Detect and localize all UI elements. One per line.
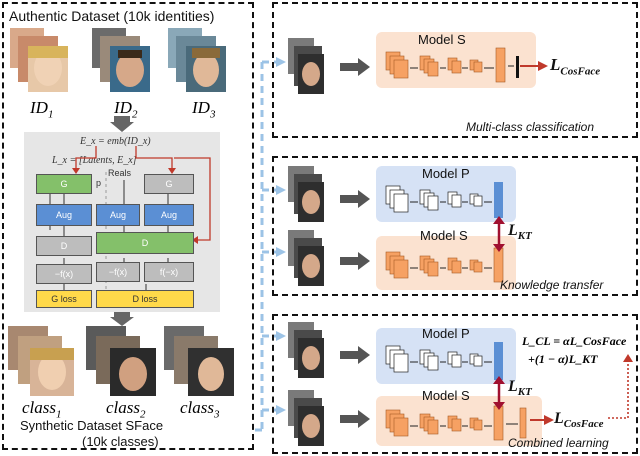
multi-class-panel xyxy=(272,2,638,138)
authentic-dataset-title: Authentic Dataset (10k identities) xyxy=(9,8,215,24)
model-p-label: Model P xyxy=(422,166,470,181)
authentic-dataset-panel xyxy=(2,2,254,450)
red-arrow-icon xyxy=(530,415,554,425)
panel2-face-top xyxy=(288,166,324,222)
face-image xyxy=(288,322,324,378)
class-label-1: class1 xyxy=(22,398,62,421)
model-s-network xyxy=(385,247,504,283)
cosface-loss-label: LCosFace xyxy=(554,410,604,431)
fx-block-left: −f(x) xyxy=(36,264,92,284)
model-s-network xyxy=(385,47,519,83)
aug-block-right: Aug xyxy=(144,204,194,226)
synthetic-dataset-title: Synthetic Dataset SFace xyxy=(20,418,164,433)
face-image xyxy=(86,326,156,396)
synthetic-dataset-subtitle: (10k classes) xyxy=(82,434,159,449)
embedding-formula: E_x = emb(ID_x) xyxy=(80,136,151,147)
combined-learning-panel xyxy=(272,314,638,454)
model-p-network xyxy=(385,182,503,218)
model-s-label: Model S xyxy=(422,388,470,403)
right-arrow-icon xyxy=(340,252,370,270)
kt-loss-label: LKT xyxy=(508,222,532,243)
cosface-loss-label: LCosFace xyxy=(550,55,601,78)
face-image xyxy=(10,28,68,92)
g-loss-block: G loss xyxy=(36,290,92,308)
panel3-face-bottom xyxy=(288,390,324,446)
combined-learning-caption: Combined learning xyxy=(508,436,609,450)
d-loss-block: D loss xyxy=(96,290,194,308)
latent-formula: L_x = [Latents, E_x] xyxy=(52,155,137,166)
model-s-label: Model S xyxy=(418,32,466,47)
class-1-faces xyxy=(8,326,78,396)
class-label-3: class3 xyxy=(180,398,220,421)
knowledge-transfer-caption: Knowledge transfer xyxy=(500,278,604,292)
model-s-label: Model S xyxy=(420,228,468,243)
right-arrow-icon xyxy=(340,190,370,208)
face-image xyxy=(288,390,324,446)
class-2-faces xyxy=(86,326,160,396)
face-image xyxy=(288,166,324,222)
right-arrow-icon xyxy=(340,346,370,364)
id-label-2: ID2 xyxy=(114,98,138,121)
class-label-2: class2 xyxy=(106,398,146,421)
panel1-face xyxy=(288,38,324,94)
dashed-connectors xyxy=(250,57,286,432)
discriminator-block-right: D xyxy=(96,232,194,254)
identity-1-faces xyxy=(10,28,70,94)
identity-3-faces xyxy=(168,28,232,94)
kt-double-arrow-icon xyxy=(493,376,505,410)
dotted-feedback-arrow-icon xyxy=(608,354,633,419)
model-p-label: Model P xyxy=(422,326,470,341)
down-arrow-icon xyxy=(110,312,134,326)
discriminator-block-left: D xyxy=(36,236,92,256)
id-label-3: ID3 xyxy=(192,98,216,121)
model-s-network xyxy=(385,405,527,441)
knowledge-transfer-panel xyxy=(272,156,638,296)
generator-block-right: G xyxy=(144,174,194,194)
fnx-block-right: f(−x) xyxy=(144,262,194,282)
face-image xyxy=(288,38,324,94)
identity-2-faces xyxy=(92,28,152,94)
kt-double-arrow-icon xyxy=(493,216,505,252)
fx-block-mid: −f(x) xyxy=(96,262,140,282)
panel2-face-bottom xyxy=(288,230,324,286)
down-arrow-icon xyxy=(110,116,134,132)
aug-block-mid: Aug xyxy=(96,204,140,226)
multi-class-caption: Multi-class classification xyxy=(466,120,595,134)
id-label-1: ID1 xyxy=(30,98,54,121)
panel3-face-top xyxy=(288,322,324,378)
right-arrow-icon xyxy=(340,410,370,428)
model-p-network xyxy=(385,342,503,380)
aug-block-left: Aug xyxy=(36,204,92,226)
reals-label: Reals xyxy=(108,168,132,178)
red-arrow-icon xyxy=(520,61,548,71)
p-label: p xyxy=(96,178,102,188)
right-arrow-icon xyxy=(340,58,370,76)
class-3-faces xyxy=(164,326,238,396)
combined-loss-formula-line2: +(1 − α)L_KT xyxy=(528,352,598,366)
face-image xyxy=(168,28,226,92)
face-image xyxy=(92,28,150,92)
face-image xyxy=(164,326,234,396)
kt-loss-label: LKT xyxy=(508,378,532,399)
face-image xyxy=(8,326,74,396)
generator-block-left: G xyxy=(36,174,92,194)
face-image xyxy=(288,230,324,286)
combined-loss-formula-line1: L_CL = αL_CosFace xyxy=(522,334,627,348)
